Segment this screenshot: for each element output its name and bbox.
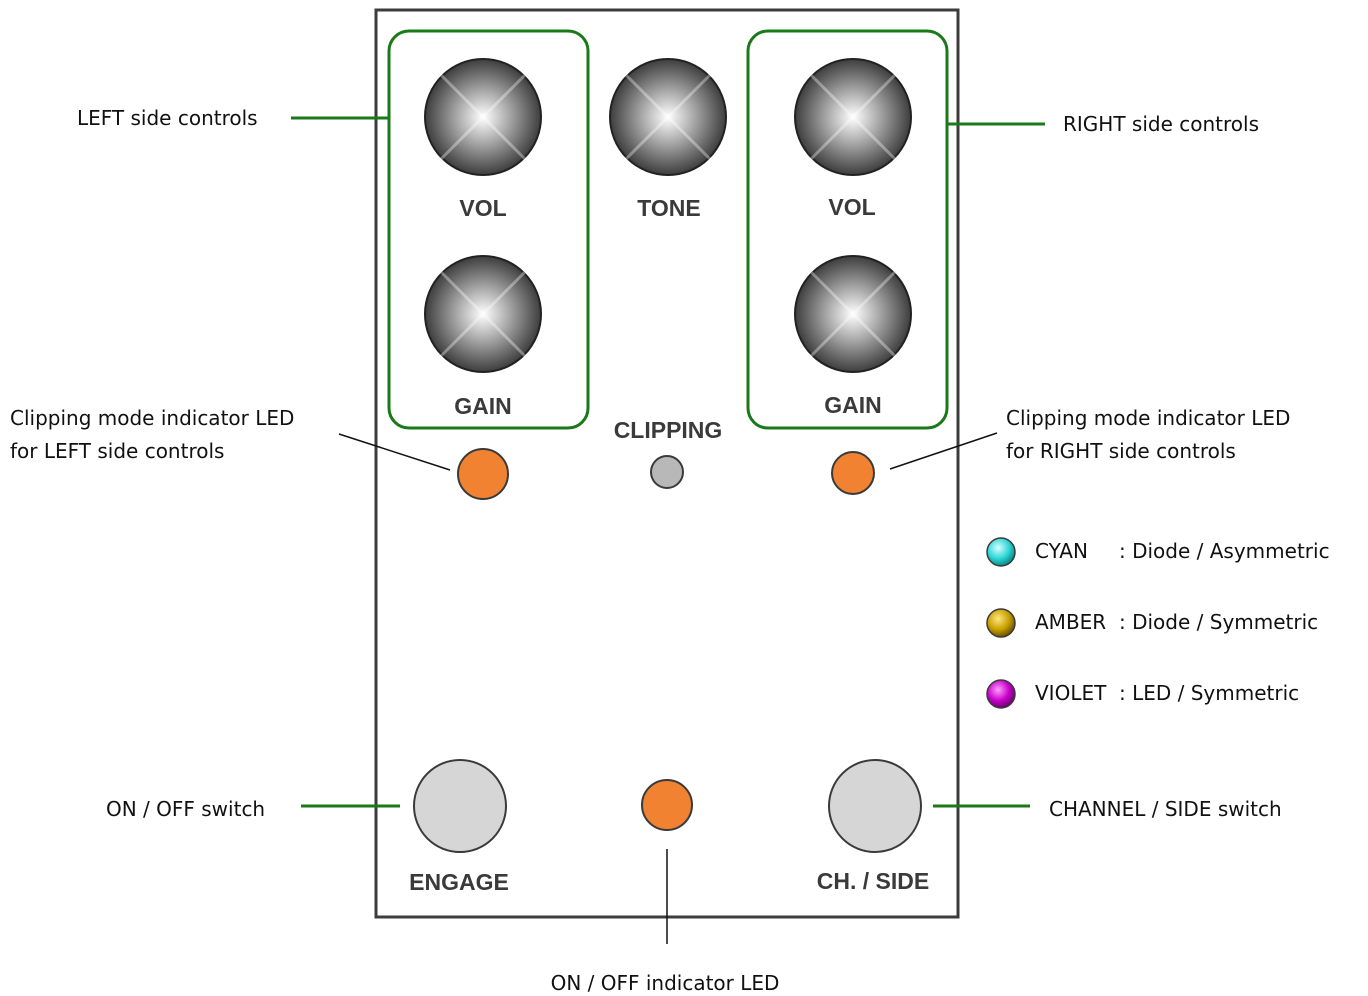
- left-vol-knob[interactable]: [424, 58, 542, 176]
- right-clipping-led: [831, 451, 875, 495]
- legend-name-amber: AMBER: [1035, 610, 1106, 634]
- right-led-leader: [889, 432, 998, 470]
- channel-switch-annotation: CHANNEL / SIDE switch: [1049, 797, 1282, 821]
- legend-item-amber: AMBER : Diode / Symmetric: [986, 608, 1318, 638]
- left-clipping-led: [457, 448, 509, 500]
- legend-desc-amber: : Diode / Symmetric: [1119, 610, 1318, 634]
- on-off-indicator-led: [641, 779, 693, 831]
- left-gain-knob[interactable]: [424, 255, 542, 373]
- legend-item-violet: VIOLET : LED / Symmetric: [986, 679, 1299, 709]
- left-controls-annotation: LEFT side controls: [77, 106, 258, 130]
- left-gain-label: GAIN: [454, 393, 512, 419]
- legend-desc-cyan: : Diode / Asymmetric: [1119, 539, 1330, 563]
- legend-item-cyan: CYAN : Diode / Asymmetric: [986, 537, 1330, 567]
- side-footswitch[interactable]: [828, 759, 922, 853]
- right-vol-knob[interactable]: [794, 58, 912, 176]
- engage-footswitch[interactable]: [413, 759, 507, 853]
- cyan-led-icon: [986, 537, 1016, 567]
- right-controls-annotation: RIGHT side controls: [1063, 112, 1259, 136]
- engage-label: ENGAGE: [409, 869, 509, 895]
- right-controls-bracket: [746, 29, 949, 430]
- violet-led-icon: [986, 679, 1016, 709]
- tone-knob[interactable]: [609, 58, 727, 176]
- tone-label: TONE: [637, 195, 700, 221]
- on-off-switch-annotation: ON / OFF switch: [106, 797, 265, 821]
- left-vol-label: VOL: [459, 195, 506, 221]
- clipping-led: [650, 455, 684, 489]
- left-led-leader: [338, 433, 451, 471]
- left-led-annotation-line2: for LEFT side controls: [10, 439, 224, 463]
- right-vol-label: VOL: [828, 194, 875, 220]
- right-gain-label: GAIN: [824, 392, 882, 418]
- clipping-label: CLIPPING: [614, 417, 723, 443]
- right-led-annotation-line1: Clipping mode indicator LED: [1006, 406, 1290, 430]
- legend-name-cyan: CYAN: [1035, 539, 1088, 563]
- on-off-led-annotation: ON / OFF indicator LED: [551, 971, 780, 995]
- right-led-annotation-line2: for RIGHT side controls: [1006, 439, 1236, 463]
- legend-name-violet: VIOLET: [1035, 681, 1107, 705]
- legend-desc-violet: : LED / Symmetric: [1119, 681, 1299, 705]
- left-controls-bracket: [387, 29, 590, 430]
- left-led-annotation-line1: Clipping mode indicator LED: [10, 406, 294, 430]
- amber-led-icon: [986, 608, 1016, 638]
- clipping-legend: CYAN : Diode / Asymmetric AMBER : Diode …: [986, 537, 1330, 709]
- side-label: CH. / SIDE: [817, 868, 929, 894]
- right-gain-knob[interactable]: [794, 255, 912, 373]
